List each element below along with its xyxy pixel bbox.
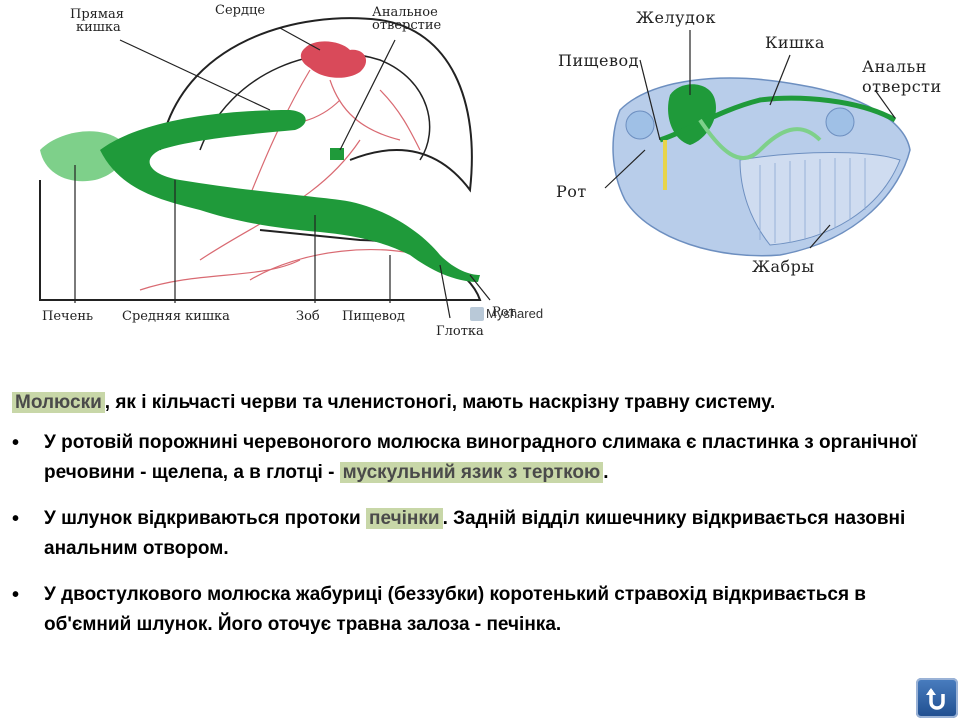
liver-shape xyxy=(40,131,124,182)
gut-shape xyxy=(100,110,480,282)
label-stomach: Желудок xyxy=(636,8,716,27)
label-mouth: Рот xyxy=(492,305,516,320)
label-esophagus: Пищевод xyxy=(342,309,405,324)
bullet-1: У ротовій порожнині черевоногого молюска… xyxy=(0,428,960,488)
return-arrow-icon xyxy=(926,688,945,710)
label-liver: Печень xyxy=(42,309,93,324)
bullet-1-end: . xyxy=(603,462,609,483)
watermark-text: Myshared xyxy=(486,306,544,321)
term-radula: мускульний язик з терткою xyxy=(339,462,604,483)
intro-line: Молюски, як і кільчасті черви та членист… xyxy=(12,388,775,418)
bullet-2-end: . Задній відділ кишечнику відкривається … xyxy=(44,508,906,559)
bullet-1-text: У ротовій порожнині черевоногого молюска… xyxy=(44,432,917,483)
bullet-list: У ротовій порожнині черевоногого молюска… xyxy=(0,428,960,656)
label-clam-esophagus: Пищевод xyxy=(558,51,639,70)
return-button[interactable] xyxy=(916,678,958,718)
label-pharynx: Глотка xyxy=(436,324,484,339)
bullet-2: У шлунок відкриваються протоки печінки. … xyxy=(0,504,960,564)
bullet-3: У двостулкового молюска жабуриці (беззуб… xyxy=(0,580,960,640)
label-crop: Зоб xyxy=(296,309,320,324)
label-midgut: Средняя кишка xyxy=(122,309,230,324)
label-heart: Сердце xyxy=(215,3,265,18)
bullet-3-text: У двостулкового молюска жабуриці (беззуб… xyxy=(44,584,866,635)
bullet-2-text: У шлунок відкриваються протоки xyxy=(44,508,367,529)
label-gills: Жабры xyxy=(752,257,815,276)
myshared-logo-icon xyxy=(470,306,484,321)
label-clam-mouth: Рот xyxy=(556,182,587,201)
heart-shape xyxy=(300,41,367,78)
watermark: Myshared xyxy=(470,306,543,321)
label-intestine: Кишка xyxy=(765,33,825,52)
term-molluscs: Молюски xyxy=(12,392,105,413)
term-liver: печінки xyxy=(366,508,443,529)
intro-rest: , як і кільчасті черви та членистоногі, … xyxy=(104,392,776,413)
